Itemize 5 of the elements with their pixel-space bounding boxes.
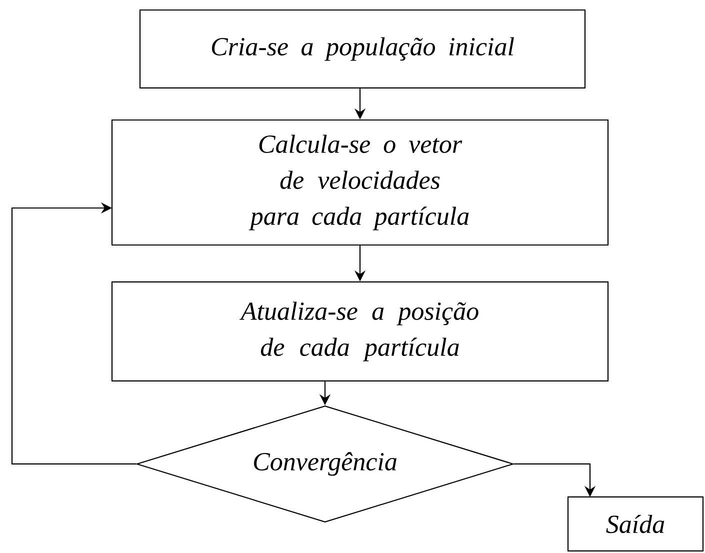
process-box: Atualiza-se a posição de cada partícula bbox=[111, 281, 609, 382]
process-box: Calcula-se o vetor de velocidades para cada partícula bbox=[111, 119, 609, 246]
process-box: Cria-se a população inicial bbox=[139, 9, 586, 89]
process-box: Saída bbox=[567, 496, 704, 552]
arrow bbox=[11, 202, 136, 465]
